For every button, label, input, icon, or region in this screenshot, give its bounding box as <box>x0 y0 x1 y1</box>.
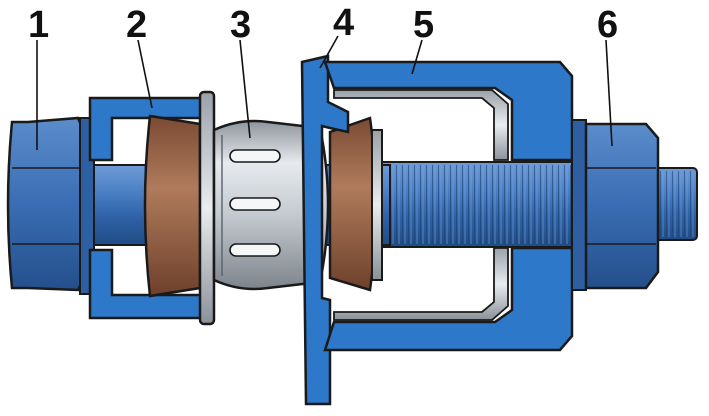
leader-lines <box>36 35 613 150</box>
lever-arm <box>300 54 350 406</box>
threaded-screw <box>379 161 698 248</box>
callout-4: 4 <box>333 2 355 44</box>
washer-plate <box>198 90 216 326</box>
callout-5: 5 <box>413 4 435 46</box>
callout-1: 1 <box>28 4 50 46</box>
callout-3: 3 <box>230 4 252 46</box>
left-hex-nut <box>6 116 95 295</box>
callout-2: 2 <box>126 4 148 46</box>
bronze-bushing-left <box>143 114 202 298</box>
bronze-bushing-right <box>328 116 378 292</box>
right-hex-nut <box>584 122 660 290</box>
puller-bracket <box>323 60 587 352</box>
callout-6: 6 <box>597 4 619 46</box>
silent-block-sleeve <box>212 119 383 291</box>
